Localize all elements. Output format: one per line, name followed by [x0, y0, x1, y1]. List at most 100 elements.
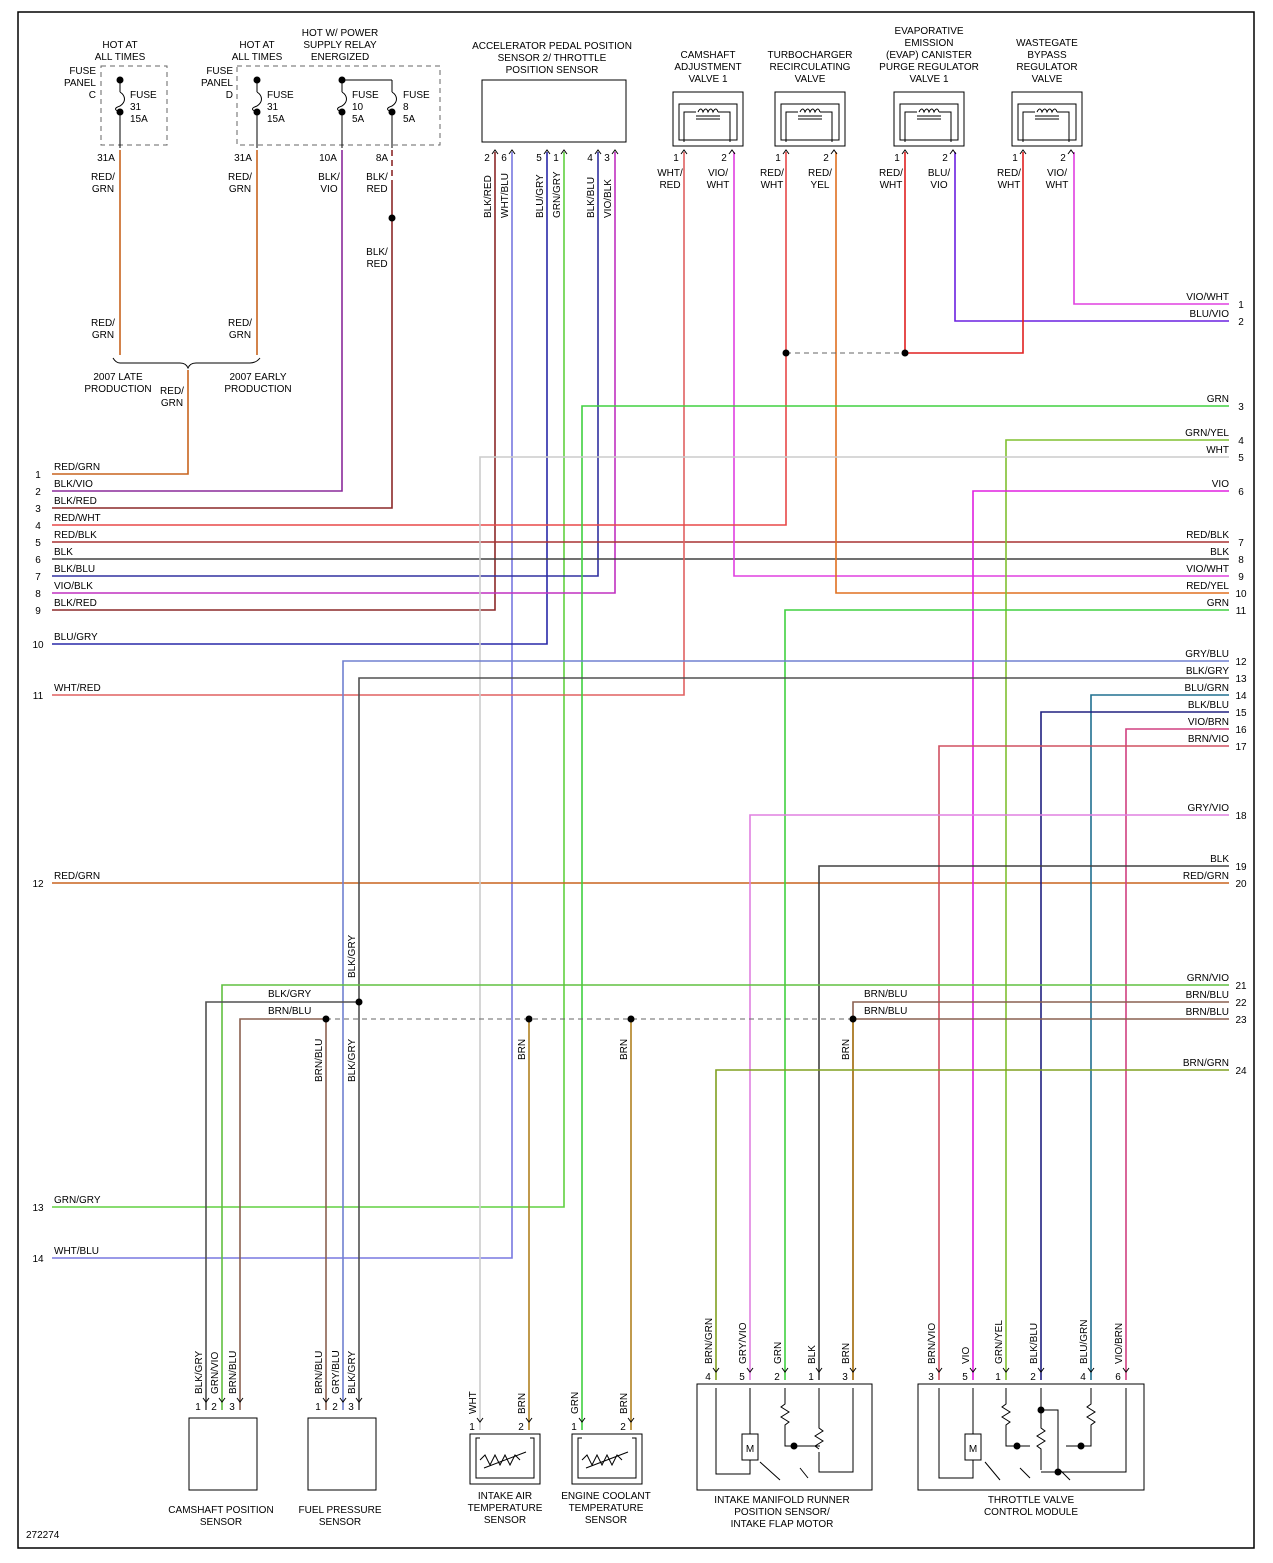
- component-label: ADJUSTMENT: [674, 62, 741, 73]
- wire-blk-red-9: [52, 152, 496, 611]
- internal-node: [1077, 1442, 1085, 1450]
- wire-grn-ect: [581, 405, 1229, 1430]
- wire-red-wht-wg: [905, 152, 1024, 354]
- wire-label: RED/: [160, 386, 184, 397]
- right-connector-wire-label: BRN/BLU: [1186, 990, 1229, 1001]
- left-connector-wire-label: WHT/BLU: [54, 1246, 99, 1257]
- component-label: POSITION SENSOR: [506, 65, 599, 76]
- wire-brn-blu-cam: [239, 1018, 326, 1410]
- terminal-mark: [218, 1397, 226, 1403]
- component-label: VALVE: [795, 74, 826, 85]
- right-connector-pin: 21: [1235, 981, 1247, 992]
- component-label: RECIRCULATING: [770, 62, 851, 73]
- splice-label: BRN/BLU: [268, 1006, 311, 1017]
- terminal-mark: [476, 1417, 484, 1423]
- imr-internal: [715, 1388, 854, 1481]
- wire-label: RED/: [760, 168, 784, 179]
- left-connector-pin: 5: [35, 538, 41, 549]
- production-label: PRODUCTION: [224, 384, 291, 395]
- splice-dot: [782, 349, 790, 357]
- pin-number: 1: [673, 153, 679, 164]
- component-label: REGULATOR: [1016, 62, 1077, 73]
- production-label: 2007 LATE: [93, 372, 143, 383]
- component-label: INTAKE AIR: [478, 1491, 532, 1502]
- cam-valve-coil-icon: [683, 108, 731, 142]
- wire-label: BRN/BLU: [314, 1351, 325, 1394]
- fuse-pin: 31A: [97, 153, 115, 164]
- wire-label: GRN: [161, 398, 183, 409]
- wire-brn-grn: [715, 1069, 1229, 1380]
- splice-label: BRN/BLU: [864, 1006, 907, 1017]
- right-connector-wire-label: VIO/WHT: [1186, 564, 1229, 575]
- right-connector-pin: 5: [1238, 453, 1244, 464]
- wire-blk-gry: [358, 677, 1229, 1410]
- splice-dot: [849, 1015, 857, 1023]
- production-bracket: [112, 357, 261, 370]
- left-connector-pin: 12: [32, 879, 44, 890]
- pin-number: 1: [315, 1402, 321, 1413]
- wire-label: GRN: [92, 330, 114, 341]
- component-label: SENSOR 2/ THROTTLE: [498, 53, 607, 64]
- wire-vio-blk: [52, 152, 616, 594]
- left-connector-pin: 1: [35, 470, 41, 481]
- left-connector-wire-label: GRN/GRY: [54, 1195, 101, 1206]
- pin-number: 4: [587, 153, 593, 164]
- wire-label: VIO: [320, 184, 337, 195]
- wire-label: GRN: [570, 1392, 581, 1414]
- pin-number: 3: [928, 1372, 934, 1383]
- wire-blu-grn: [1090, 694, 1229, 1380]
- motor-icon: [964, 1433, 982, 1461]
- wire-label: WHT: [1046, 180, 1069, 191]
- component-label: EMISSION: [905, 38, 954, 49]
- terminal-mark: [355, 1397, 363, 1403]
- component-label: SENSOR: [585, 1515, 627, 1526]
- fuse-panel-label: FUSE: [69, 66, 96, 77]
- component-label: FUEL PRESSURE: [299, 1505, 382, 1516]
- right-connector-wire-label: GRY/VIO: [1188, 803, 1230, 814]
- right-connector-wire-label: RED/YEL: [1186, 581, 1229, 592]
- wire-label: RED/: [879, 168, 903, 179]
- terminal-mark: [728, 149, 736, 155]
- right-connector-wire-label: BLU/VIO: [1190, 309, 1230, 320]
- pin-number: 1: [894, 153, 900, 164]
- wire-label: BLK/GRY: [347, 935, 358, 978]
- wire-label: RED: [659, 180, 680, 191]
- fuse-pin: 10A: [319, 153, 337, 164]
- ect-sensor-icon: [577, 1437, 637, 1479]
- wire-blk-vio: [52, 150, 343, 492]
- component-label: TEMPERATURE: [468, 1503, 543, 1514]
- component-label: CONTROL MODULE: [984, 1507, 1078, 1518]
- component-label: ENGINE COOLANT: [561, 1491, 650, 1502]
- wire-label: BLK/: [366, 247, 388, 258]
- wire-label: BLK/BLU: [586, 177, 597, 218]
- wire-label: RED/: [808, 168, 832, 179]
- splice-dot: [901, 349, 909, 357]
- wire-label: WHT: [998, 180, 1021, 191]
- wire-label: YEL: [811, 180, 830, 191]
- fuse-panel-label: FUSE: [206, 66, 233, 77]
- right-connector-pin: 11: [1236, 606, 1247, 617]
- right-connector-pin: 17: [1235, 742, 1247, 753]
- fuel-sensor-box: [307, 1417, 377, 1491]
- wire-label: RED/: [228, 172, 252, 183]
- right-connector-pin: 13: [1235, 674, 1247, 685]
- pin-number: 1: [469, 1422, 475, 1433]
- wastegate-valve-inner: [1017, 103, 1077, 141]
- right-connector-pin: 9: [1238, 572, 1244, 583]
- terminal-mark: [1019, 149, 1027, 155]
- right-connector-pin: 18: [1235, 811, 1247, 822]
- pin-number: 5: [536, 153, 542, 164]
- turbo-valve-inner: [780, 103, 840, 141]
- pin-number: 2: [211, 1402, 217, 1413]
- fuse-label: FUSE: [403, 90, 430, 101]
- fuse-panel-label: C: [89, 90, 96, 101]
- wire-brn-vio: [938, 745, 1229, 1380]
- terminal-mark: [491, 149, 499, 155]
- wire-label: WHT/BLU: [500, 173, 511, 218]
- right-connector-pin: 3: [1238, 402, 1244, 413]
- terminal-mark: [782, 149, 790, 155]
- wire-red-wht: [52, 152, 787, 526]
- right-connector-wire-label: GRN/YEL: [1185, 428, 1229, 439]
- wire-vio-wht-9: [733, 152, 1229, 577]
